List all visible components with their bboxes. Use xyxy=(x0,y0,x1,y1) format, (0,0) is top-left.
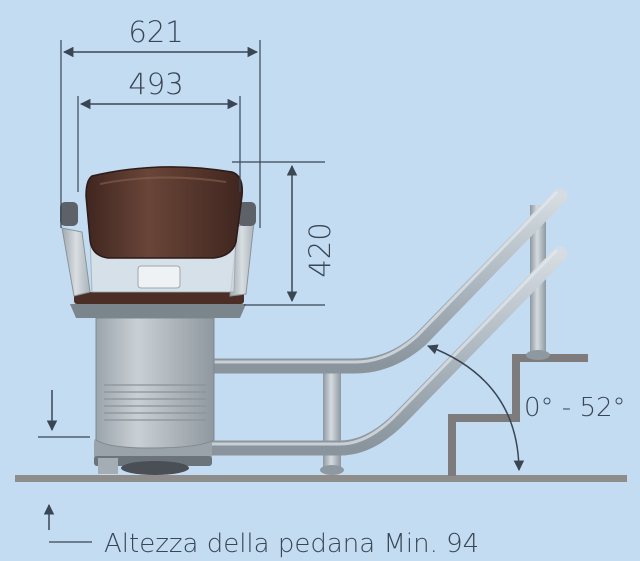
footrest-height-indicator xyxy=(38,390,92,543)
label-seat-height: 420 xyxy=(303,222,337,277)
dimension-inner-width xyxy=(77,96,241,192)
armrest-handle-left xyxy=(60,202,78,226)
label-footrest-height: Altezza della pedana Min. 94 xyxy=(104,529,479,559)
body-vents xyxy=(104,384,206,421)
dimension-seat-height xyxy=(232,161,325,306)
dimension-outer-width xyxy=(60,40,261,228)
chair-wheel xyxy=(121,461,189,475)
label-inner-width: 493 xyxy=(128,67,183,101)
rail-lower xyxy=(197,246,568,456)
label-rail-angle: 0° - 52° xyxy=(524,393,626,423)
angle-arc xyxy=(427,344,525,472)
floor-line xyxy=(15,475,627,482)
post-foot-stair xyxy=(526,350,550,360)
seat-backrest xyxy=(85,166,244,259)
label-outer-width: 621 xyxy=(128,15,183,49)
rail-post-front xyxy=(323,365,341,473)
seat-cushion-window xyxy=(137,265,181,289)
rail-upper xyxy=(197,188,568,374)
armrest-left xyxy=(61,227,91,297)
post-foot-front xyxy=(320,465,344,475)
armrest-handle-right xyxy=(238,202,256,226)
chair-body xyxy=(95,317,215,449)
seat-plate xyxy=(70,304,246,318)
